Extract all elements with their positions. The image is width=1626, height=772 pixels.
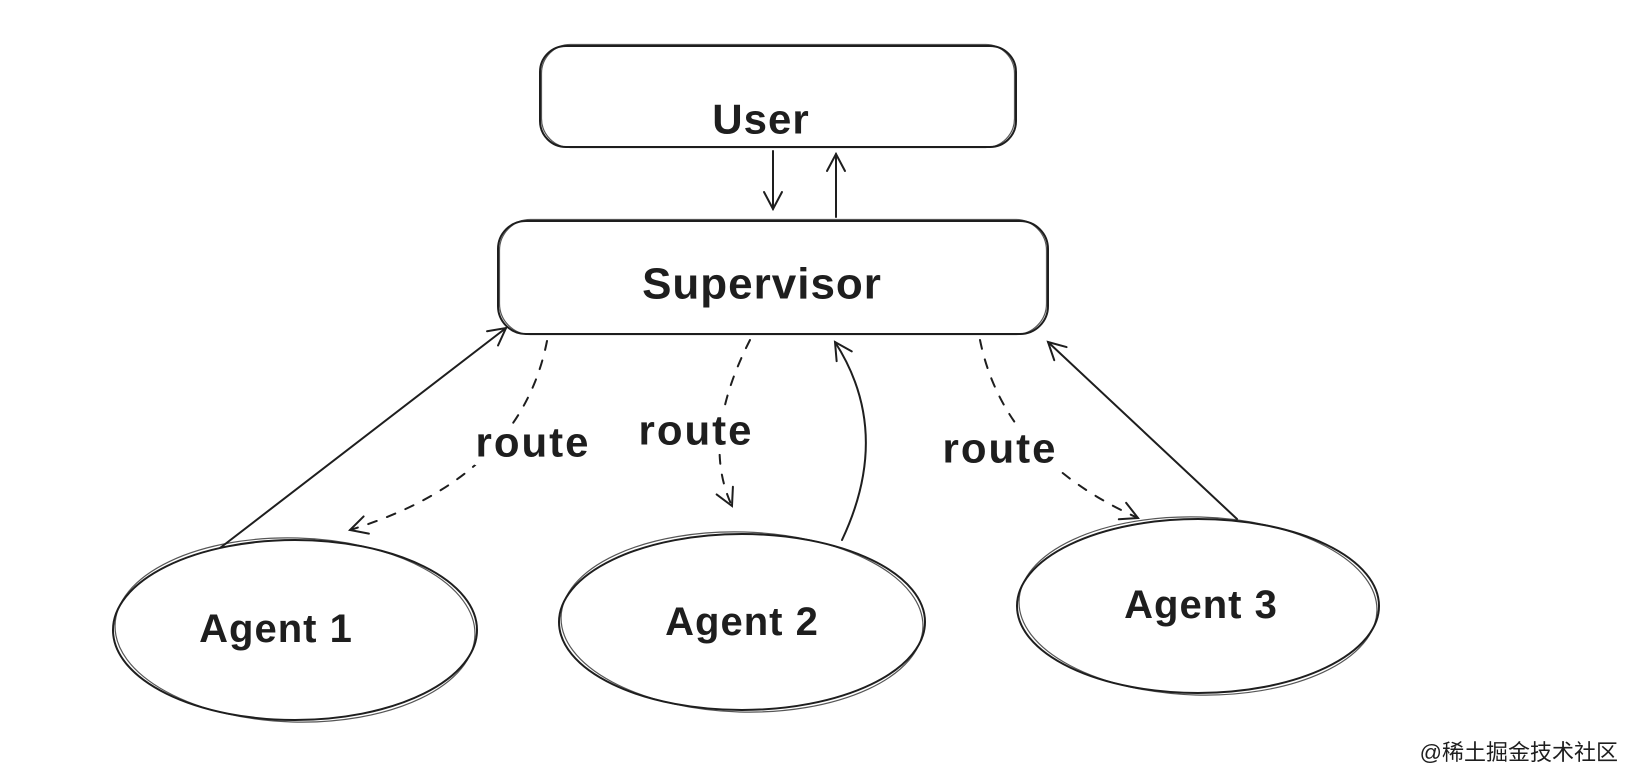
user-box-sketch-stroke — [540, 43, 1016, 149]
agent-1-label: Agent 1 — [199, 607, 353, 651]
agent-2-label: Agent 2 — [665, 600, 819, 644]
agent-3-ellipse-sketch-stroke — [1018, 516, 1378, 696]
node-supervisor: Supervisor — [497, 218, 1049, 336]
agent-2-ellipse — [558, 533, 926, 711]
route-label-3: route — [943, 425, 1058, 472]
watermark: @稀土掘金技术社区 — [1420, 740, 1618, 765]
route-label-2: route — [639, 407, 754, 454]
node-user: User — [539, 43, 1017, 149]
node-agent-1: Agent 1 — [112, 537, 478, 723]
supervisor-box-sketch-stroke — [498, 218, 1048, 336]
labels-layer: route route route — [467, 398, 1065, 481]
edge-agent1-to-supervisor-arrow — [219, 326, 508, 549]
supervisor-label: Supervisor — [642, 260, 882, 309]
edge-agent2-to-supervisor-arrow — [833, 340, 867, 541]
node-agent-3: Agent 3 — [1016, 516, 1380, 696]
agent-1-ellipse-sketch-stroke — [114, 537, 476, 723]
agent-2-ellipse-sketch-stroke — [560, 531, 924, 713]
edges-layer — [219, 150, 1238, 549]
user-label: User — [712, 96, 809, 143]
node-agent-2: Agent 2 — [558, 531, 926, 713]
edge-route-to-agent1-dashed-arrow — [347, 340, 548, 535]
agent-3-ellipse — [1016, 518, 1380, 694]
agent-3-label: Agent 3 — [1124, 583, 1278, 627]
edge-agent3-to-supervisor-arrow — [1046, 340, 1238, 520]
route-label-1: route — [476, 419, 591, 466]
edge-route-to-agent2-dashed-arrow — [715, 339, 751, 508]
agent-1-ellipse — [112, 539, 478, 721]
